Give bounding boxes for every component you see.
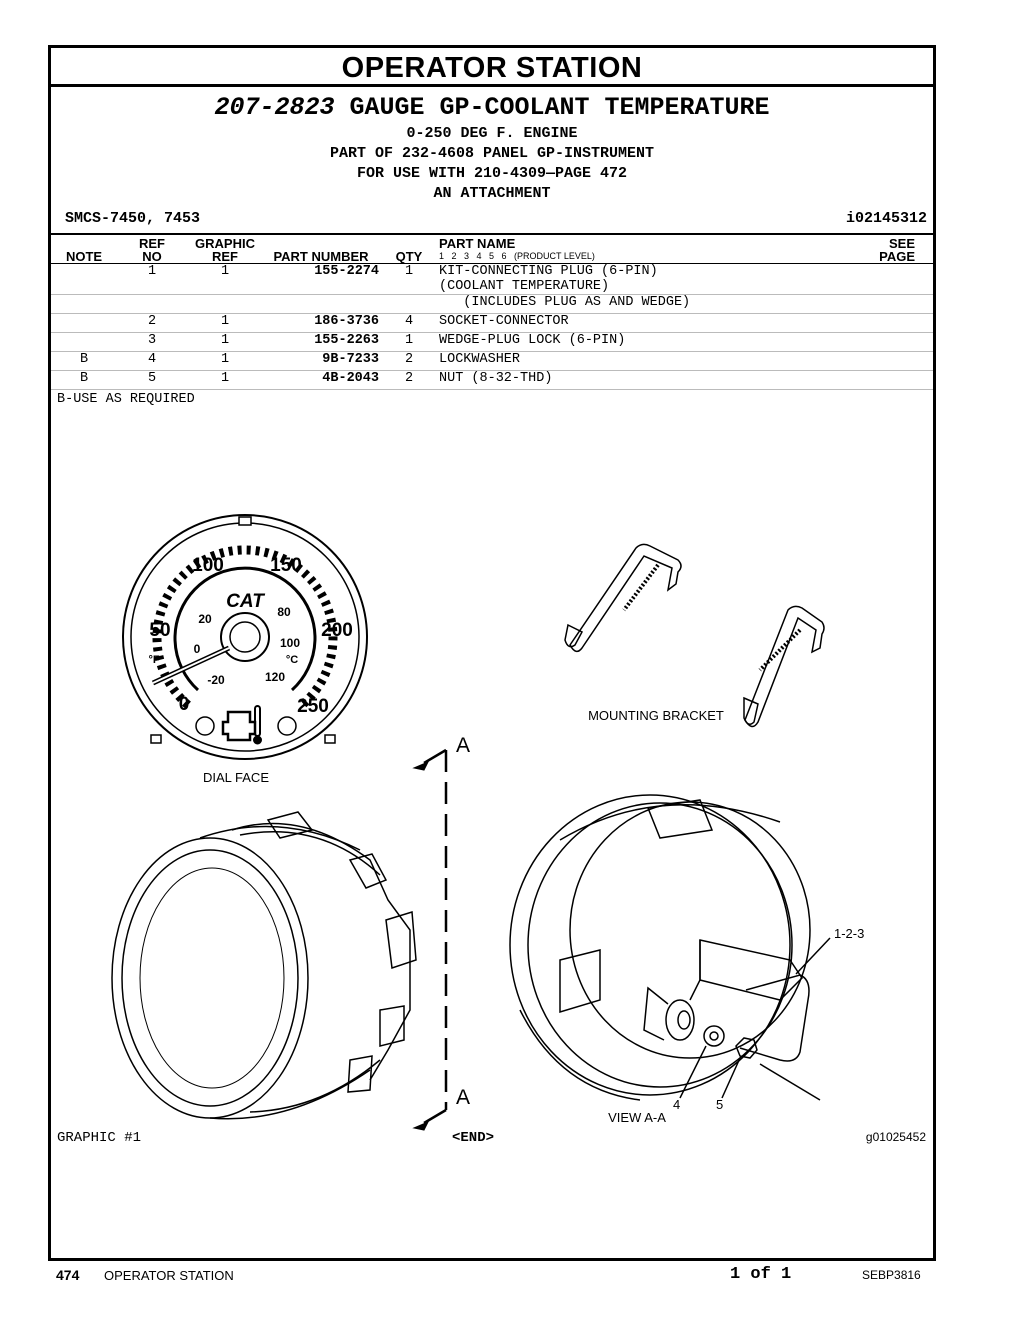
cell-part-name: LOCKWASHER: [439, 351, 521, 367]
subtitle: 0-250 DEG F. ENGINE: [406, 125, 578, 142]
cell-part-number: 4B-2043: [322, 370, 379, 386]
header-part-name: PART NAME 1 2 3 4 5 6 (PRODUCT LEVEL): [439, 234, 849, 263]
gauge-rear-view: [509, 794, 811, 1101]
cell-ref: 1: [147, 263, 157, 279]
page-count: 1 of 1: [730, 1265, 792, 1284]
section-line: [412, 748, 448, 1131]
part-title-line: 207-2823 GAUGE GP-COOLANT TEMPERATURE: [51, 92, 933, 124]
footer-section: OPERATOR STATION: [104, 1268, 234, 1283]
dial-label-c-120: 120: [265, 670, 285, 684]
document-number: SEBP3816: [862, 1268, 921, 1282]
section-marker-bottom: A: [456, 1086, 470, 1109]
callout-1-2-3: 1-2-3: [834, 926, 864, 941]
callout-4: 4: [673, 1097, 680, 1112]
header-note: NOTE: [65, 248, 103, 264]
mounting-bracket-graphic: [564, 543, 825, 728]
cell-ref: 2: [147, 313, 157, 329]
cell-qty: 1: [404, 332, 414, 348]
cell-qty: 1: [404, 263, 414, 279]
graphic-label: GRAPHIC #1: [57, 1130, 141, 1146]
dial-label-f-0: 0: [179, 694, 190, 715]
mounting-bracket-label: MOUNTING BRACKET: [588, 708, 724, 723]
cell-part-name: NUT (8-32-THD): [439, 370, 553, 386]
product-level: 1 2 3 4 5 6 (PRODUCT LEVEL): [439, 250, 595, 261]
end-marker: <END>: [452, 1130, 494, 1146]
section-title: OPERATOR STATION: [51, 48, 933, 87]
table-row: 2 1 186-3736 4 SOCKET-CONNECTOR: [51, 313, 933, 332]
table-row: 3 1 155-2263 1 WEDGE-PLUG LOCK (6-PIN): [51, 332, 933, 351]
cell-graphic: 1: [220, 332, 230, 348]
dial-label-c-80: 80: [277, 605, 291, 619]
cell-graphic: 1: [220, 263, 230, 279]
callout-5: 5: [716, 1097, 723, 1112]
dial-labels: 100 150 50 200 0 250 20 80 0 100 -20 120…: [148, 555, 352, 717]
cell-part-name: WEDGE-PLUG LOCK (6-PIN): [439, 332, 626, 348]
cell-ref: 3: [147, 332, 157, 348]
cat-logo: CAT: [226, 591, 265, 612]
cell-graphic: 1: [220, 313, 230, 329]
header-part-number: PART NUMBER: [273, 248, 369, 264]
cell-part-name: SOCKET-CONNECTOR: [439, 313, 569, 329]
smcs-code: SMCS-7450, 7453: [65, 210, 201, 227]
document-id: i02145312: [845, 210, 927, 227]
dial-label-f-50: 50: [149, 620, 170, 641]
view-label: VIEW A-A: [608, 1110, 666, 1125]
dial-label-f-200: 200: [321, 620, 353, 641]
dial-face-graphic: [122, 514, 368, 760]
cell-qty: 2: [404, 370, 414, 386]
page-frame: OPERATOR STATION 207-2823 GAUGE GP-COOLA…: [48, 45, 936, 1261]
dial-label-f-250: 250: [297, 696, 329, 717]
part-number-title: 207-2823: [214, 93, 335, 122]
dial-label-c-minus-20: -20: [207, 673, 225, 687]
cell-part-number: 155-2263: [314, 332, 379, 348]
cell-qty: 4: [404, 313, 414, 329]
cell-part-name: (INCLUDES PLUG AS AND WEDGE): [439, 294, 691, 310]
header-qty: QTY: [395, 248, 423, 264]
cell-graphic: 1: [220, 351, 230, 367]
dial-face-label: DIAL FACE: [203, 770, 269, 785]
footnote: B-USE AS REQUIRED: [57, 392, 195, 407]
part-header: 207-2823 GAUGE GP-COOLANT TEMPERATURE 0-…: [51, 92, 933, 204]
cell-ref: 5: [147, 370, 157, 386]
cell-ref: 4: [147, 351, 157, 367]
cell-part-name: KIT-CONNECTING PLUG (6-PIN)(COOLANT TEMP…: [439, 263, 658, 294]
page-number: 474: [56, 1267, 80, 1283]
cell-note: B: [79, 351, 89, 367]
dial-label-f-100: 100: [192, 555, 224, 576]
dial-label-c-100: 100: [280, 636, 300, 650]
dial-label-f-150: 150: [270, 555, 302, 576]
cell-part-number: 186-3736: [314, 313, 379, 329]
gauge-side-view: [111, 811, 417, 1120]
table-row: 1 1 155-2274 1 KIT-CONNECTING PLUG (6-PI…: [51, 263, 933, 294]
graphic-id: g01025452: [866, 1130, 926, 1144]
table-row: (INCLUDES PLUG AS AND WEDGE): [51, 294, 933, 313]
cell-part-number: 155-2274: [314, 263, 379, 279]
table-row: B 5 1 4B-2043 2 NUT (8-32-THD): [51, 370, 933, 389]
section-marker-top: A: [456, 734, 470, 757]
subtitle: PART OF 232-4608 PANEL GP-INSTRUMENT: [329, 145, 655, 162]
cell-note: B: [79, 370, 89, 386]
cell-qty: 2: [404, 351, 414, 367]
dial-label-c-20: 20: [198, 612, 212, 626]
cell-graphic: 1: [220, 370, 230, 386]
cell-part-number: 9B-7233: [322, 351, 379, 367]
table-row: B 4 1 9B-7233 2 LOCKWASHER: [51, 351, 933, 370]
subtitle: AN ATTACHMENT: [433, 185, 551, 202]
dial-label-c-0: 0: [194, 642, 201, 656]
dial-unit-c: °C: [286, 654, 298, 666]
dial-unit-f: °F: [148, 654, 159, 666]
callout-leaders: [679, 937, 831, 1101]
subtitle: FOR USE WITH 210-4309—PAGE 472: [356, 165, 628, 182]
part-title: GAUGE GP-COOLANT TEMPERATURE: [349, 93, 770, 122]
